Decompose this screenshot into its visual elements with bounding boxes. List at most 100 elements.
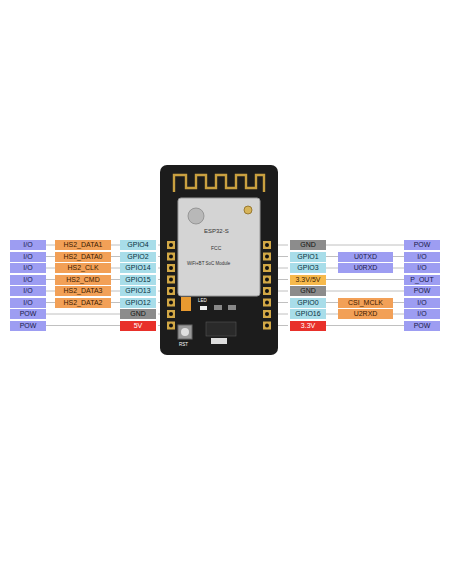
pin-label-box: I/O [10, 298, 46, 308]
pin-label-box: POW [10, 321, 46, 331]
pin-label-box: I/O [10, 252, 46, 262]
pin-label-text: GND [130, 309, 146, 319]
pin-label-box: I/O [404, 263, 440, 273]
pin-label-box: GPIO1 [290, 252, 326, 262]
pcb-antenna [174, 175, 264, 192]
smd-part [211, 338, 227, 344]
pin-label-box: GND [290, 286, 326, 296]
pin-label-box: HS2_DATA2 [55, 298, 111, 308]
pin-connector [46, 245, 55, 246]
pin-connector [326, 302, 338, 303]
pin-label-text: HS2_DATA1 [63, 240, 102, 250]
pin-label-text: GPIO13 [125, 286, 150, 296]
pin-label-text: GPIO12 [125, 298, 150, 308]
pin-connector [393, 314, 404, 315]
espressif-logo [188, 208, 204, 224]
pin-label-box: POW [10, 309, 46, 319]
pin-label-box: HS2_CLK [55, 263, 111, 273]
pin-connector [393, 268, 404, 269]
led [200, 306, 207, 310]
pin-connector [326, 325, 404, 326]
pin-label-text: I/O [23, 286, 32, 296]
pin-label-text: I/O [23, 252, 32, 262]
pin-label-text: HS2_DATA2 [63, 298, 102, 308]
pin-label-box: U0TXD [338, 252, 393, 262]
pin-label-text: POW [414, 321, 431, 331]
pin-label-box: 3.3V/5V [290, 275, 326, 285]
pin-label-box: I/O [404, 309, 440, 319]
pin-label-text: P_OUT [410, 275, 433, 285]
pin-label-text: GPIO15 [125, 275, 150, 285]
pin-connector [111, 291, 120, 292]
pin-label-box: P_OUT [404, 275, 440, 285]
pin-connector [111, 268, 120, 269]
pin-connector [326, 291, 404, 292]
pin-label-box: GPIO2 [120, 252, 156, 262]
pin-label-box: U2RXD [338, 309, 393, 319]
pin-label-text: I/O [23, 275, 32, 285]
pin-label-box: POW [404, 321, 440, 331]
reset-button-cap [181, 328, 189, 336]
pin-label-box: GPIO13 [120, 286, 156, 296]
pin-label-box: HS2_CMD [55, 275, 111, 285]
pin-label-box: GND [120, 309, 156, 319]
pin-label-text: U0RXD [354, 263, 378, 273]
pin-label-text: POW [20, 309, 37, 319]
pin-label-text: GPIO0 [297, 298, 318, 308]
pin-connector [46, 302, 55, 303]
pin-label-text: U2RXD [354, 309, 378, 319]
pin-label-text: HS2_DATA0 [63, 252, 102, 262]
pin-label-text: GND [300, 240, 316, 250]
pin-label-box: I/O [10, 286, 46, 296]
pin-label-box: I/O [404, 252, 440, 262]
pin-label-text: I/O [23, 240, 32, 250]
pin-connector [393, 256, 404, 257]
pin-label-text: I/O [23, 298, 32, 308]
pin-connector [46, 314, 120, 315]
pin-label-box: HS2_DATA1 [55, 240, 111, 250]
reset-button [178, 325, 192, 339]
pcb [160, 165, 278, 355]
pin-label-text: I/O [417, 298, 426, 308]
pin-label-text: GND [300, 286, 316, 296]
pin-connector [111, 256, 120, 257]
pin-connector [46, 279, 55, 280]
pin-label-text: GPIO1 [297, 252, 318, 262]
pin-label-box: GPIO0 [290, 298, 326, 308]
pin-label-text: I/O [417, 252, 426, 262]
board-text: LED [198, 299, 207, 304]
pin-label-box: GPIO14 [120, 263, 156, 273]
pin-connector [46, 256, 55, 257]
pin-label-text: I/O [417, 309, 426, 319]
pin-label-box: GPIO12 [120, 298, 156, 308]
board-text: RST [179, 343, 188, 348]
regulator [206, 322, 236, 336]
pin-label-text: U0TXD [354, 252, 377, 262]
pin-label-box: POW [404, 286, 440, 296]
pin-label-text: GPIO4 [127, 240, 148, 250]
smd-part [214, 305, 222, 310]
pin-label-text: HS2_DATA3 [63, 286, 102, 296]
camera-connector [181, 297, 191, 311]
pin-label-text: GPIO16 [295, 309, 320, 319]
pin-label-box: U0RXD [338, 263, 393, 273]
header-pins [167, 241, 271, 330]
pin-label-box: I/O [10, 263, 46, 273]
pin-connector [326, 314, 338, 315]
pin-connector [46, 291, 55, 292]
pin-label-text: CSI_MCLK [348, 298, 383, 308]
pin-label-text: POW [20, 321, 37, 331]
pin-label-text: 3.3V/5V [296, 275, 321, 285]
pin-connector [393, 302, 404, 303]
pin-connector [111, 279, 120, 280]
pin-label-box: GPIO16 [290, 309, 326, 319]
pin-label-text: I/O [417, 263, 426, 273]
pin-connector [111, 245, 120, 246]
pin-connector [46, 268, 55, 269]
rf-shield [178, 198, 260, 296]
pin-label-text: 5V [134, 321, 143, 331]
pin-label-box: GPIO4 [120, 240, 156, 250]
pin-label-box: I/O [10, 240, 46, 250]
pin-label-text: HS2_CMD [66, 275, 99, 285]
